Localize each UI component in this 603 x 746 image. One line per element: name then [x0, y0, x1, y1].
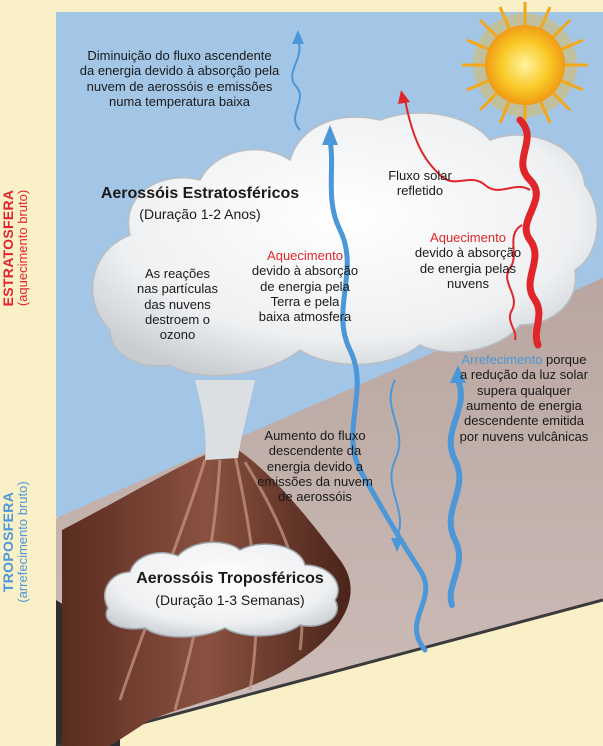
- downward-flux: [389, 379, 401, 541]
- upward-flux-arrowhead: [292, 30, 304, 44]
- upward-flux-thick-arrowhead: [322, 125, 338, 145]
- reflected-flux-line: refletido: [396, 183, 444, 199]
- downward-flux-line: Aumento do fluxo: [264, 428, 366, 443]
- ozone-note-line: das nuvens: [144, 296, 211, 312]
- cloud-heating-line: nuvens: [447, 275, 489, 291]
- upward-flux-note-line: nuvem de aerossóis e emissões: [86, 78, 273, 94]
- troposphere-name: TROPOSFERA: [0, 491, 16, 593]
- eruption-column: [195, 380, 255, 460]
- cooling-note-line1: Arrefecimento porque: [445, 352, 603, 367]
- ozone-note-line: nas partículas: [137, 281, 218, 297]
- cooling-rest: porque: [542, 352, 587, 367]
- cooling-note-line: descendente emitida: [464, 413, 584, 429]
- troposphere-note: (arrefecimento bruto): [15, 481, 31, 603]
- cooling-note: Arrefecimento porque a redução da luz so…: [445, 352, 603, 444]
- cooling-note-line: por nuvens vulcânicas: [459, 428, 589, 444]
- downward-flux-note: Aumento do fluxo descendente da energia …: [245, 428, 385, 505]
- cooling-note-line: aumento de energia: [466, 397, 582, 413]
- cloud-heating-keyword: Aquecimento: [430, 230, 506, 245]
- absorbed-solar-ray: [506, 224, 523, 341]
- sun-icon: [462, 2, 588, 128]
- cloud-heating-line: de energia pelas: [419, 260, 517, 276]
- upward-flux-thick: [327, 137, 429, 653]
- upward-flux-note-line: numa temperatura baixa: [109, 93, 250, 109]
- incoming-solar-ray: [516, 116, 543, 349]
- tropospheric-aerosols-title: Aerossóis Troposféricos: [136, 570, 324, 587]
- downward-flux-line: de aerossóis: [278, 489, 352, 505]
- cooling-note-line: a redução da luz solar: [460, 367, 588, 383]
- upward-flux-thin: [291, 39, 301, 131]
- upward-flux-note-line: Diminuição do fluxo ascendente: [87, 48, 272, 63]
- earth-heating-line: Terra e pela: [270, 293, 340, 309]
- stratosphere-name: ESTRATOSFERA: [0, 189, 16, 307]
- earth-heating-note: Aquecimento devido à absorção de energia…: [235, 248, 375, 325]
- cooling-keyword: Arrefecimento: [461, 352, 543, 367]
- stratosphere-note: (aquecimento bruto): [15, 189, 31, 307]
- earth-heating-keyword: Aquecimento: [267, 248, 343, 263]
- ozone-note-line: destroem o: [144, 311, 211, 327]
- downward-flux-line: emissões da nuvem: [257, 473, 373, 489]
- stratospheric-aerosols-duration: (Duração 1-2 Anos): [139, 205, 261, 222]
- reflected-flux-line: Fluxo solar: [388, 168, 452, 183]
- troposphere-label: TROPOSFERA (arrefecimento bruto): [0, 462, 40, 622]
- earth-heating-line: de energia pela: [260, 278, 350, 294]
- stratosphere-label: ESTRATOSFERA (aquecimento bruto): [0, 168, 40, 328]
- reflected-ray-arrowhead: [398, 90, 410, 104]
- reflected-flux-note: Fluxo solar refletido: [375, 168, 465, 199]
- upward-flux-note: Diminuição do fluxo ascendente da energi…: [62, 48, 297, 109]
- downward-flux-line: energia devido a: [266, 458, 364, 474]
- cloud-heating-line: devido à absorção: [414, 245, 522, 261]
- earth-heating-line: devido à absorção: [251, 263, 359, 279]
- upward-flux-note-line: da energia devido à absorção pela: [79, 63, 280, 79]
- stratospheric-aerosols-title: Aerossóis Estratosféricos: [100, 185, 300, 202]
- stratospheric-aerosols-label: Aerossóis Estratosféricos (Duração 1-2 A…: [80, 185, 320, 222]
- tropospheric-aerosols-label: Aerossóis Troposféricos (Duração 1-3 Sem…: [110, 570, 350, 608]
- cloud-heating-note: Aquecimento devido à absorção de energia…: [398, 230, 538, 291]
- downward-flux-arrowhead: [391, 538, 403, 552]
- earth-heating-line: baixa atmosfera: [258, 309, 352, 325]
- cooling-note-line: supera qualquer: [477, 382, 571, 398]
- cooling-flux-wave: [447, 377, 464, 608]
- ozone-note-line: As reações: [144, 266, 211, 281]
- reflected-solar-ray: [404, 99, 531, 191]
- cooling-flux-arrowhead: [450, 365, 466, 383]
- ozone-note: As reações nas partículas das nuvens des…: [120, 266, 235, 343]
- tropospheric-aerosols-duration: (Duração 1-3 Semanas): [155, 591, 305, 608]
- downward-flux-line: descendente da: [268, 443, 362, 459]
- ozone-note-line: ozono: [159, 327, 196, 343]
- tropospheric-cloud: [103, 541, 339, 638]
